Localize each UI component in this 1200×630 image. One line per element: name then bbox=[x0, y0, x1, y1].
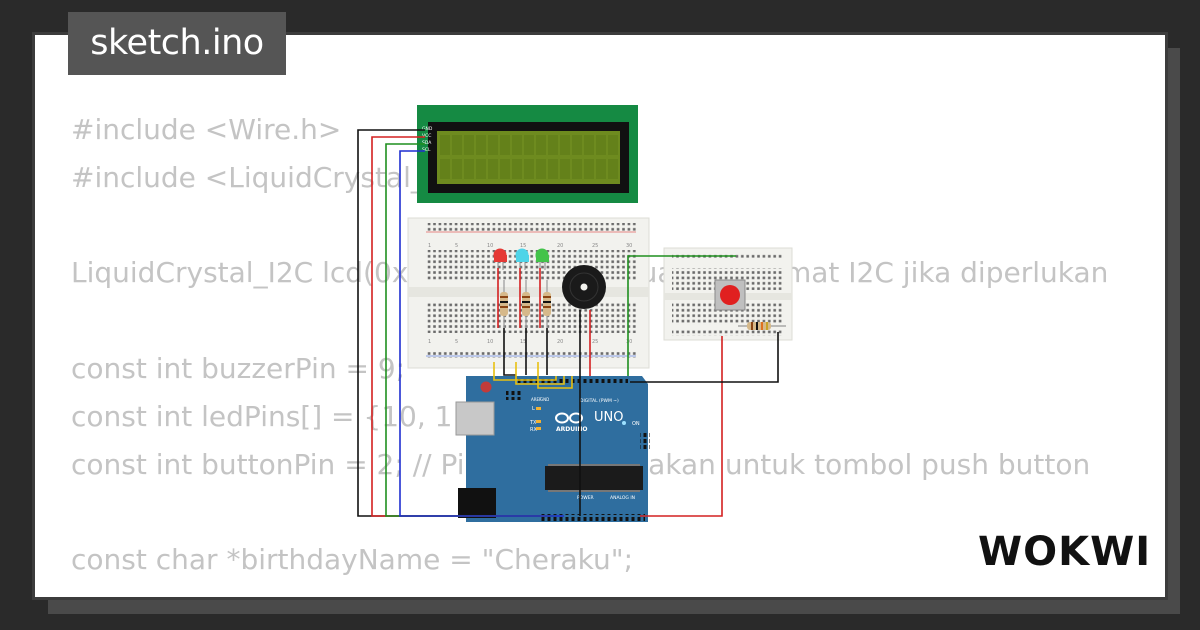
arduino-brand-label: ARDUINO bbox=[556, 426, 587, 433]
main-breadboard[interactable]: 1 5 10 15 20 25 30 1 5 10 15 20 25 30 bbox=[407, 217, 650, 369]
code-line: const int buzzerPin = 9; bbox=[71, 351, 406, 385]
wokwi-logo: WOKWI bbox=[978, 529, 1152, 575]
breadboard-number-15: 15 bbox=[520, 243, 526, 249]
power-led-icon bbox=[622, 421, 626, 425]
buzzer[interactable] bbox=[562, 265, 606, 309]
push-button[interactable] bbox=[714, 279, 746, 311]
breadboard-number-5-bottom: 5 bbox=[455, 339, 458, 345]
power-jack-icon bbox=[458, 488, 496, 518]
button-cap-icon bbox=[720, 285, 740, 305]
on-label: ON bbox=[632, 421, 640, 427]
breadboard-number-1-bottom: 1 bbox=[428, 339, 431, 345]
gnd-label: GND bbox=[540, 397, 549, 402]
breadboard-number-5: 5 bbox=[455, 243, 458, 249]
arduino-uno[interactable]: AREF GND DIGITAL (PWM ~) L TX RX UNO ARD… bbox=[455, 376, 650, 522]
microcontroller-chip-icon bbox=[545, 466, 643, 490]
reset-button[interactable] bbox=[480, 381, 492, 393]
breadboard-number-20-bottom: 20 bbox=[557, 339, 563, 345]
led-tx-label: TX bbox=[529, 420, 537, 426]
led-l-icon bbox=[536, 407, 541, 410]
aref-label: AREF bbox=[531, 397, 542, 402]
breadboard-number-30-bottom: 30 bbox=[626, 339, 632, 345]
led-tx-icon bbox=[536, 420, 541, 423]
wires bbox=[357, 129, 779, 517]
breadboard-number-10-bottom: 10 bbox=[487, 339, 493, 345]
breadboard-number-30: 30 bbox=[626, 243, 632, 249]
led-rx-label: RX bbox=[530, 427, 537, 433]
pulldown-resistor bbox=[738, 322, 786, 330]
led-cyan[interactable] bbox=[515, 248, 530, 271]
code-line: #include <Wire.h> bbox=[71, 113, 342, 146]
led-rx-icon bbox=[536, 427, 541, 430]
code-line: const char *birthdayName = "Cheraku"; bbox=[71, 543, 634, 577]
power-label: POWER bbox=[577, 495, 594, 501]
usb-connector-icon bbox=[455, 401, 495, 436]
lcd-pin-sda: SDA bbox=[422, 140, 432, 146]
breadboard-number-10: 10 bbox=[487, 243, 493, 249]
file-tab[interactable]: sketch.ino bbox=[68, 12, 286, 75]
lcd-pin-scl: SCL bbox=[422, 147, 431, 153]
breadboard-number-20: 20 bbox=[557, 243, 563, 249]
lcd-pin-vcc: VCC bbox=[422, 133, 431, 139]
breadboard-number-1: 1 bbox=[428, 243, 431, 249]
lcd-display[interactable]: GND VCC SDA SCL bbox=[417, 105, 638, 203]
led-l-label: L bbox=[532, 406, 535, 412]
analog-label: ANALOG IN bbox=[610, 495, 635, 501]
digital-label: DIGITAL (PWM ~) bbox=[580, 398, 619, 404]
breadboard-number-25-bottom: 25 bbox=[592, 339, 598, 345]
uno-label: UNO bbox=[594, 410, 623, 425]
arduino-logo-icon bbox=[555, 412, 583, 424]
led-resistors bbox=[500, 280, 551, 328]
breadboard-number-25: 25 bbox=[592, 243, 598, 249]
lcd-pin-gnd: GND bbox=[422, 126, 433, 132]
breadboard-number-15-bottom: 15 bbox=[520, 339, 526, 345]
